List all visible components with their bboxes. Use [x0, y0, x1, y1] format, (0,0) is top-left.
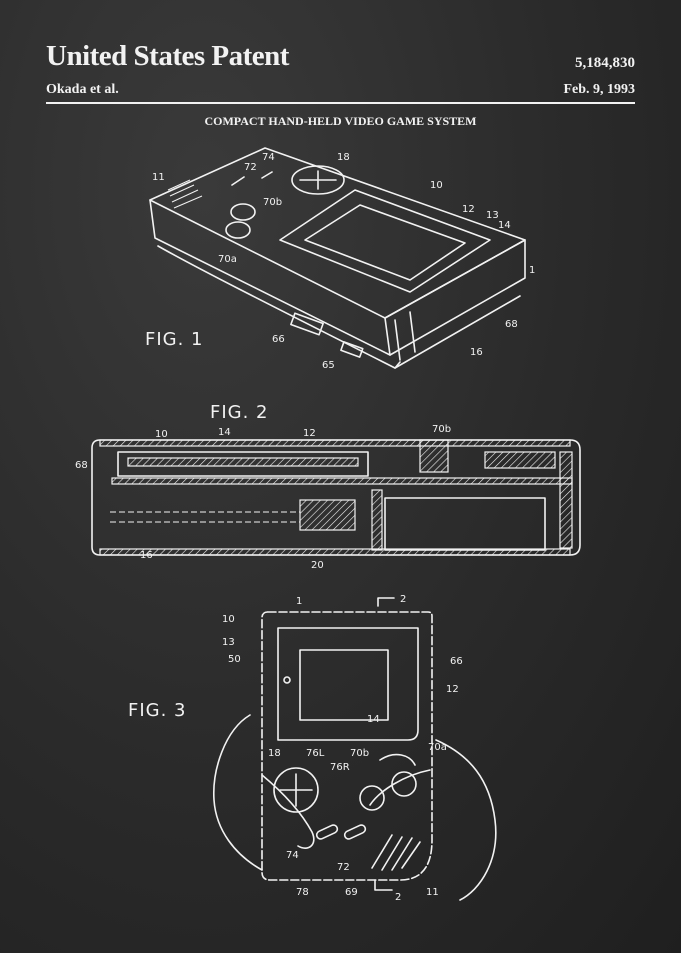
ab-buttons-icon: [225, 203, 256, 239]
fig2-ref: 16: [140, 550, 153, 561]
ab-buttons-icon: [359, 771, 417, 811]
fig3-ref: 78: [296, 887, 309, 898]
fig1-ref: 16: [470, 347, 483, 358]
fig1-ref: 11: [152, 172, 165, 183]
fig1-ref: 1: [529, 265, 535, 276]
fig3-ref: 10: [222, 614, 235, 625]
fig3-ref: 11: [426, 887, 439, 898]
fig1-ref: 70b: [263, 197, 282, 208]
fig2-label: FIG. 2: [210, 402, 269, 423]
fig3-ref: 50: [228, 654, 241, 665]
inventor-name: Okada et al.: [46, 82, 119, 97]
dpad-icon: [273, 767, 319, 813]
fig3-ref: 2: [395, 892, 401, 903]
patent-number: 5,184,830: [575, 55, 635, 71]
fig2-ref: 68: [75, 460, 88, 471]
fig1-ref: 14: [498, 220, 511, 231]
fig2-ref: 14: [218, 427, 231, 438]
fig3-ref: 70a: [428, 742, 447, 753]
fig3-ref: 18: [268, 748, 281, 759]
fig1-drawing: FIG. 1 11 72 74 18 70b 70a 10 12 13 14 1…: [145, 147, 535, 371]
patent-title: United States Patent: [46, 40, 289, 72]
fig2-ref: 10: [155, 429, 168, 440]
fig1-ref: 12: [462, 204, 475, 215]
fig1-ref: 10: [430, 180, 443, 191]
fig3-ref: 1: [296, 596, 302, 607]
fig3-ref: 70b: [350, 748, 369, 759]
fig3-drawing: FIG. 3 1 2 10 13 50 66 12 14 18 76L 70b …: [128, 594, 497, 903]
fig3-ref: 13: [222, 637, 235, 648]
fig1-ref: 70a: [218, 254, 237, 265]
fig2-drawing: FIG. 2 10 14 12 70b 68 16 20: [75, 402, 581, 571]
fig1-ref: 72: [244, 162, 257, 173]
fig3-ref: 69: [345, 887, 358, 898]
fig1-ref: 74: [262, 152, 275, 163]
dpad-icon: [291, 165, 345, 195]
header-divider: [46, 102, 635, 104]
fig1-ref: 65: [322, 360, 335, 371]
fig3-ref: 66: [450, 656, 463, 667]
fig3-label: FIG. 3: [128, 700, 187, 721]
patent-date: Feb. 9, 1993: [563, 82, 635, 97]
fig3-ref: 2: [400, 594, 406, 605]
fig3-ref: 14: [367, 714, 380, 725]
fig2-ref: 70b: [432, 424, 451, 435]
fig3-ref: 74: [286, 850, 299, 861]
fig2-ref: 20: [311, 560, 324, 571]
fig3-ref: 72: [337, 862, 350, 873]
fig3-ref: 76R: [330, 762, 350, 773]
fig2-ref: 12: [303, 428, 316, 439]
fig1-ref: 68: [505, 319, 518, 330]
fig1-ref: 13: [486, 210, 499, 221]
fig3-ref: 12: [446, 684, 459, 695]
fig1-label: FIG. 1: [145, 329, 204, 350]
hands-illustration: [213, 714, 497, 901]
fig1-ref: 18: [337, 152, 350, 163]
fig1-ref: 66: [272, 334, 285, 345]
fig3-ref: 76L: [306, 748, 325, 759]
patent-subtitle: COMPACT HAND-HELD VIDEO GAME SYSTEM: [204, 114, 477, 128]
